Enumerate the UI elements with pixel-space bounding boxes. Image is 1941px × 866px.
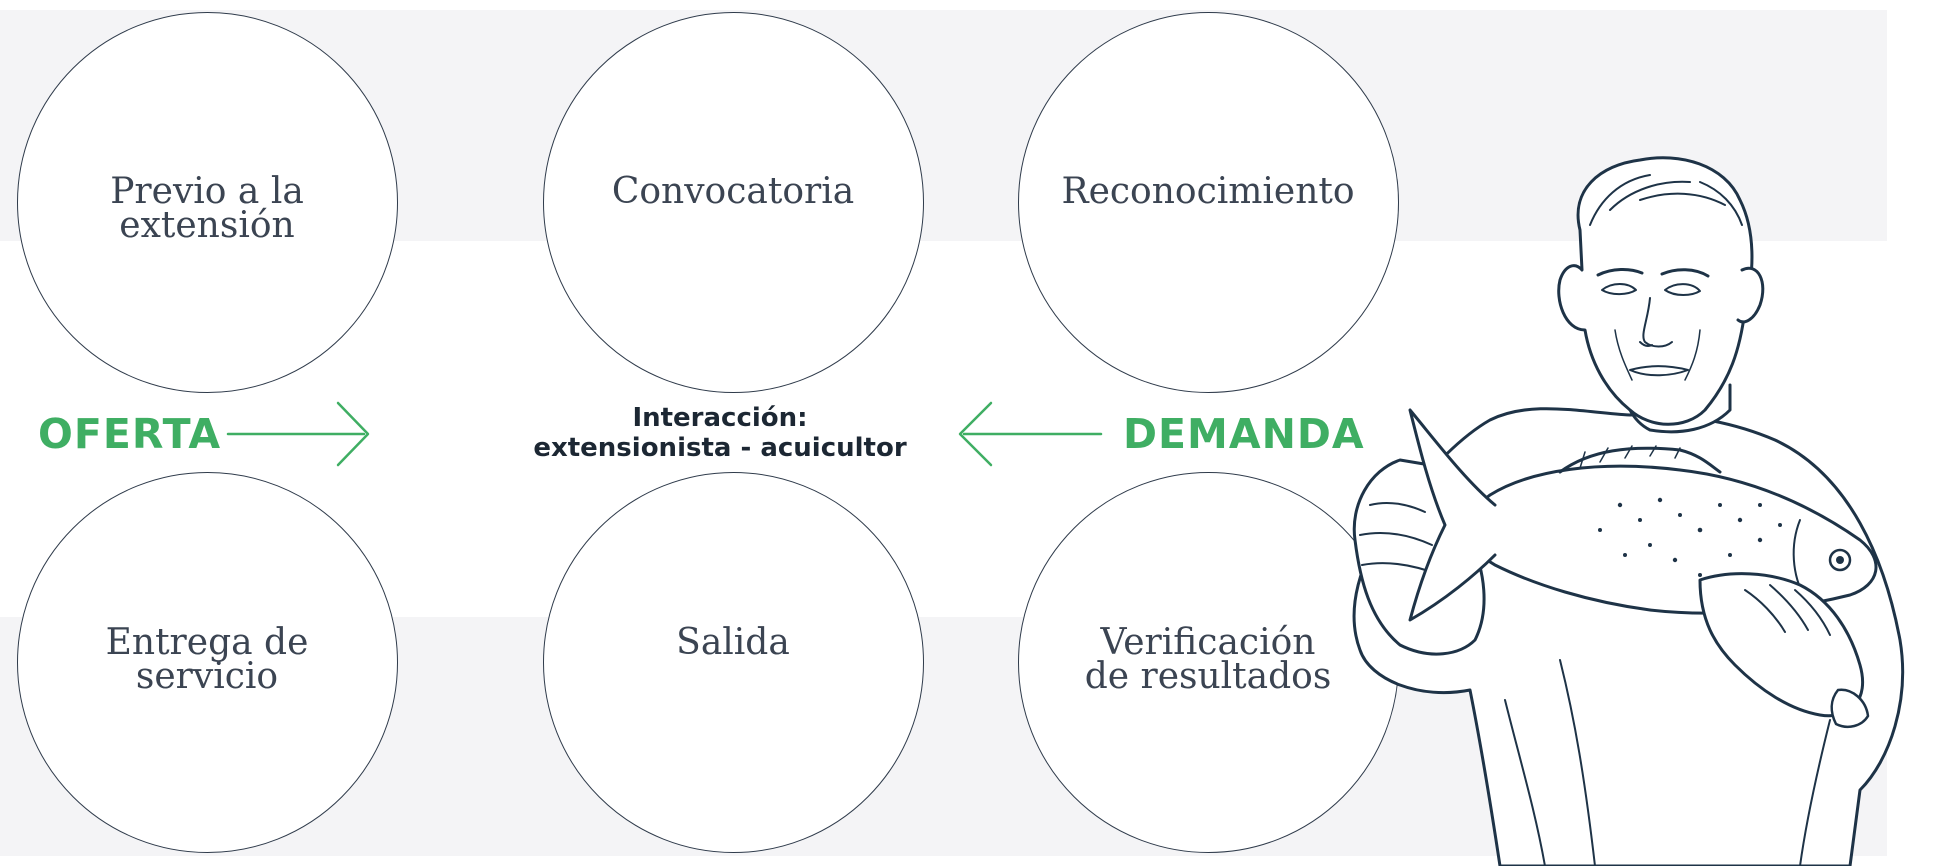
arrow-left-icon bbox=[958, 401, 1103, 467]
interaction-label-line1: Interacción: bbox=[632, 403, 808, 433]
oferta-label: OFERTA bbox=[38, 410, 222, 458]
demanda-label: DEMANDA bbox=[1123, 410, 1365, 458]
step-circle-verificacion bbox=[1018, 472, 1399, 853]
step-circle-salida bbox=[543, 472, 924, 853]
step-label-verificacion: Verificación de resultados bbox=[1084, 622, 1332, 697]
step-circle-previo bbox=[17, 12, 398, 393]
interaction-label-line2: extensionista - acuicultor bbox=[533, 433, 907, 463]
step-label-reconocimiento: Reconocimiento bbox=[1061, 171, 1355, 212]
head-outline bbox=[1557, 156, 1754, 426]
arrow-right-icon bbox=[226, 401, 370, 467]
step-circle-convocatoria bbox=[543, 12, 924, 393]
interaction-label: Interacción: extensionista - acuicultor bbox=[520, 403, 920, 463]
step-label-salida: Salida bbox=[676, 622, 790, 663]
step-label-entrega: Entrega de servicio bbox=[105, 622, 309, 697]
step-circle-reconocimiento bbox=[1018, 12, 1399, 393]
step-label-previo: Previo a la extensión bbox=[110, 171, 304, 246]
step-label-convocatoria: Convocatoria bbox=[611, 171, 855, 212]
step-circle-entrega bbox=[17, 472, 398, 853]
